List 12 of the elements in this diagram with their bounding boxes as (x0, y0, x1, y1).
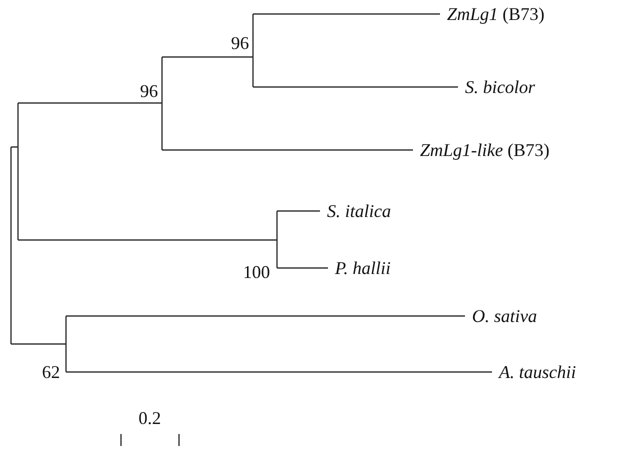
taxon-label: O. sativa (472, 306, 537, 326)
bootstrap-value: 62 (42, 362, 60, 382)
bootstrap-value: 96 (140, 81, 158, 101)
taxon-label: S. italica (327, 201, 391, 221)
bootstrap-value: 100 (243, 262, 270, 282)
taxon-label: P. hallii (335, 258, 391, 278)
scale-value: 0.2 (138, 408, 161, 428)
taxon-label: ZmLg1-like (B73) (420, 140, 550, 160)
taxon-label: S. bicolor (465, 77, 535, 97)
taxon-label: A. tauschii (499, 362, 576, 382)
taxon-label: ZmLg1 (B73) (447, 4, 545, 24)
bootstrap-value: 96 (231, 33, 249, 53)
